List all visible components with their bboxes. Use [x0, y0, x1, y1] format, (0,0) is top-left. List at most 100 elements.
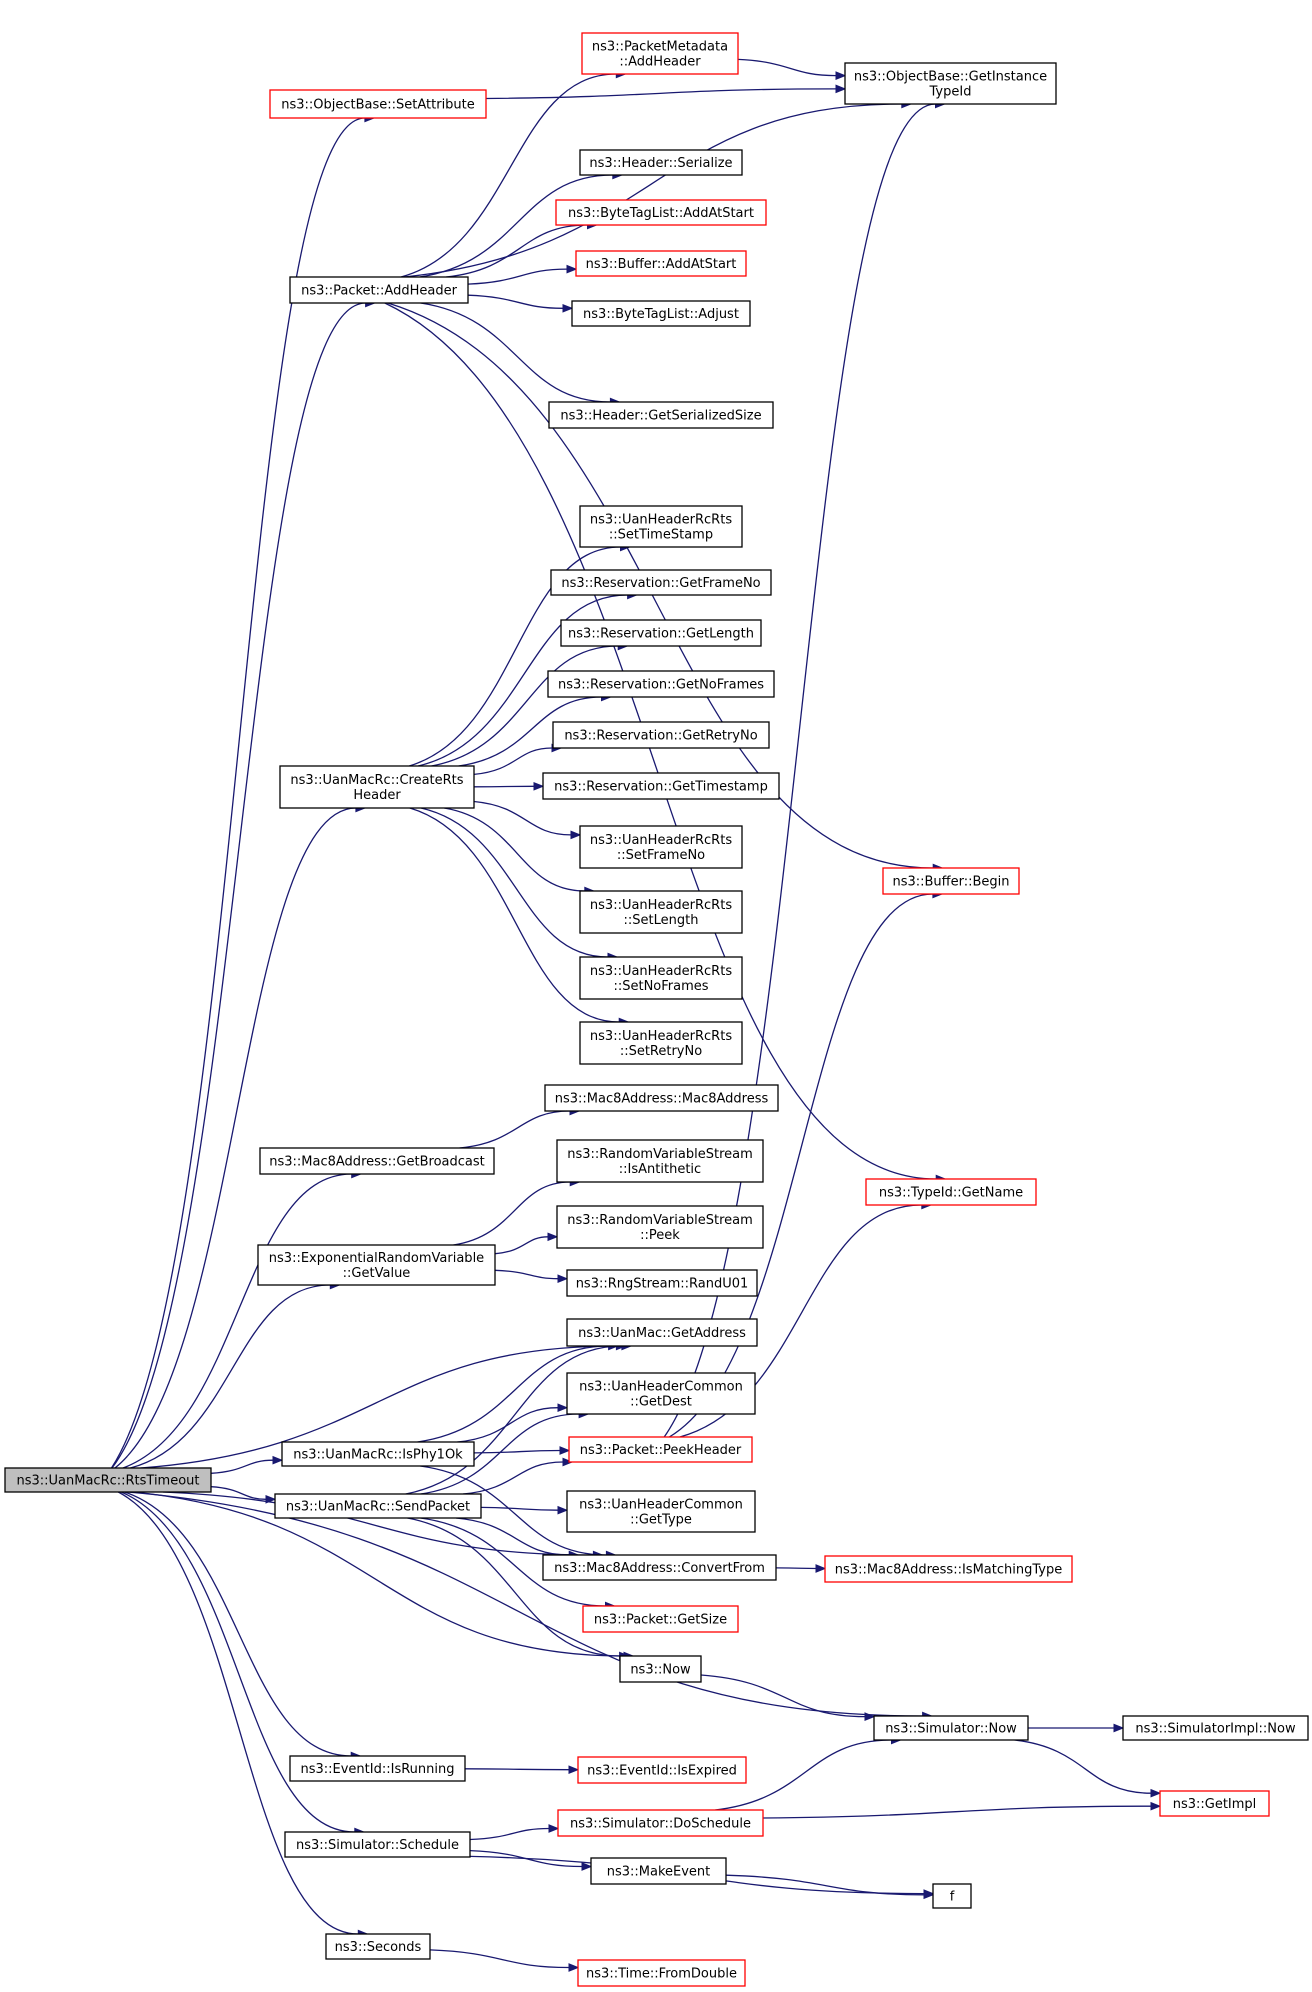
node-getimpl[interactable]: ns3::GetImpl [1159, 1790, 1270, 1817]
edge-line [210, 1459, 274, 1474]
node-packetaddheader[interactable]: ns3::Packet::AddHeader [289, 276, 469, 304]
edge-line [453, 1181, 571, 1246]
node-label: ns3::Packet::GetSize [594, 1613, 727, 1628]
node-expgetvalue[interactable]: ns3::ExponentialRandomVariable::GetValue [257, 1244, 496, 1286]
edge-line [775, 1567, 817, 1570]
node-mac8address[interactable]: ns3::Mac8Address::Mac8Address [544, 1084, 779, 1112]
node-ns3now[interactable]: ns3::Now [619, 1655, 702, 1683]
node-label: ns3::Buffer::AddAtStart [586, 257, 737, 272]
node-box [844, 62, 1057, 105]
edge-line [405, 1345, 622, 1495]
edge-ns3now-to-simnow [700, 1674, 876, 1721]
node-box [579, 1021, 743, 1065]
node-uanmacgetaddress[interactable]: ns3::UanMac::GetAddress [566, 1318, 758, 1347]
edge-line [210, 1486, 267, 1500]
node-isexpired[interactable]: ns3::EventId::IsExpired [577, 1756, 747, 1784]
node-btladdatstart[interactable]: ns3::ByteTagList::AddAtStart [555, 199, 767, 226]
node-label: ns3::ObjectBase::GetInstance [854, 70, 1047, 85]
node-getlength[interactable]: ns3::Reservation::GetLength [560, 619, 762, 647]
edge-createrts-to-setframeno [473, 800, 582, 840]
node-getnoframes[interactable]: ns3::Reservation::GetNoFrames [547, 670, 775, 698]
edge-line [444, 807, 585, 892]
node-peekheader[interactable]: ns3::Packet::PeekHeader [568, 1436, 753, 1463]
node-box [824, 1555, 1073, 1583]
edge-doschedule-to-getimpl [762, 1801, 1162, 1819]
node-box [566, 1490, 756, 1533]
node-label: ::GetDest [630, 1395, 692, 1410]
node-sendpacket[interactable]: ns3::UanMacRc::SendPacket [274, 1493, 482, 1519]
node-seconds[interactable]: ns3::Seconds [325, 1933, 431, 1960]
node-ismatchingtype[interactable]: ns3::Mac8Address::IsMatchingType [824, 1555, 1073, 1583]
node-pmaddheader[interactable]: ns3::PacketMetadata::AddHeader [581, 32, 739, 75]
edge-rtstimeout-to-isrunning [124, 1491, 362, 1761]
node-f[interactable]: f [932, 1883, 972, 1909]
edge-line [400, 73, 617, 278]
node-box [590, 1857, 727, 1885]
edge-arrowhead [835, 71, 847, 80]
node-isphy1ok[interactable]: ns3::UanMacRc::IsPhy1Ok [281, 1441, 475, 1467]
edge-line [122, 1173, 352, 1469]
node-box [582, 1605, 739, 1633]
edge-line [473, 800, 572, 836]
node-setframeno[interactable]: ns3::UanHeaderRcRts::SetFrameNo [579, 825, 743, 869]
edge-packetaddheader-to-bufaddatstart [467, 264, 578, 285]
node-gettimestamp[interactable]: ns3::Reservation::GetTimestamp [542, 772, 780, 800]
node-gettype[interactable]: ns3::UanHeaderCommon::GetType [566, 1490, 756, 1533]
edge-simschedule-to-makeevent [469, 1849, 593, 1871]
node-isrunning[interactable]: ns3::EventId::IsRunning [289, 1755, 466, 1782]
node-simnow[interactable]: ns3::Simulator::Now [873, 1715, 1029, 1741]
node-fromdouble[interactable]: ns3::Time::FromDouble [577, 1959, 746, 1987]
edge-line [494, 1236, 549, 1255]
node-makeevent[interactable]: ns3::MakeEvent [590, 1857, 727, 1885]
edge-line [387, 302, 934, 869]
node-hdrgetserializedsize[interactable]: ns3::Header::GetSerializedSize [548, 401, 774, 429]
node-hdrserialize[interactable]: ns3::Header::Serialize [579, 149, 743, 176]
edge-createrts-to-gettimestamp [473, 781, 545, 791]
node-bufaddatstart[interactable]: ns3::Buffer::AddAtStart [575, 250, 747, 277]
node-label: Header [353, 788, 401, 803]
node-label: ns3::UanMacRc::IsPhy1Ok [293, 1448, 463, 1463]
edge-line [420, 302, 611, 403]
node-randu01[interactable]: ns3::RngStream::RandU01 [566, 1269, 758, 1297]
node-setretryno[interactable]: ns3::UanHeaderRcRts::SetRetryNo [579, 1021, 743, 1065]
edge-expgetvalue-to-randu01 [494, 1269, 569, 1284]
edge-line [455, 1517, 570, 1556]
node-setattribute[interactable]: ns3::ObjectBase::SetAttribute [269, 89, 487, 119]
edge-line [114, 807, 356, 1469]
node-setlength[interactable]: ns3::UanHeaderRcRts::SetLength [579, 890, 743, 934]
node-bufbegin[interactable]: ns3::Buffer::Begin [882, 867, 1020, 895]
node-box [325, 1933, 431, 1960]
node-doschedule[interactable]: ns3::Simulator::DoSchedule [557, 1809, 764, 1837]
node-box [547, 670, 775, 698]
node-packetgetsize[interactable]: ns3::Packet::GetSize [582, 1605, 739, 1633]
node-peek[interactable]: ns3::RandomVariableStream::Peek [556, 1205, 764, 1249]
edge-line [467, 294, 564, 309]
node-settimestamp[interactable]: ns3::UanHeaderRcRts::SetTimeStamp [579, 505, 743, 548]
node-getdest[interactable]: ns3::UanHeaderCommon::GetDest [566, 1372, 756, 1415]
node-box [579, 890, 743, 934]
node-box [579, 149, 743, 176]
node-setnoframes[interactable]: ns3::UanHeaderRcRts::SetNoFrames [579, 956, 743, 1000]
edge-line [457, 1407, 559, 1443]
node-btladjust[interactable]: ns3::ByteTagList::Adjust [571, 300, 751, 327]
edge-sendpacket-to-peekheader [462, 1457, 574, 1495]
node-label: ns3::UanHeaderRcRts [590, 964, 732, 979]
node-isantithetic[interactable]: ns3::RandomVariableStream::IsAntithetic [556, 1139, 764, 1183]
node-simimplnow[interactable]: ns3::SimulatorImpl::Now [1122, 1715, 1309, 1741]
node-typeidgetname[interactable]: ns3::TypeId::GetName [865, 1178, 1037, 1206]
node-simschedule[interactable]: ns3::Simulator::Schedule [284, 1831, 471, 1858]
node-rtstimeout[interactable]: ns3::UanMacRc::RtsTimeout [4, 1467, 212, 1493]
node-getframeno[interactable]: ns3::Reservation::GetFrameNo [550, 569, 772, 596]
node-getretryno[interactable]: ns3::Reservation::GetRetryNo [552, 721, 770, 749]
node-convertfrom[interactable]: ns3::Mac8Address::ConvertFrom [542, 1554, 777, 1581]
node-box [566, 1269, 758, 1297]
node-label: ns3::Reservation::GetRetryNo [564, 729, 757, 744]
edge-line [462, 1461, 564, 1495]
node-label: ns3::Buffer::Begin [892, 875, 1009, 890]
node-box [1159, 1790, 1270, 1817]
node-box [557, 1809, 764, 1837]
node-getbroadcast[interactable]: ns3::Mac8Address::GetBroadcast [259, 1147, 495, 1175]
edge-line [124, 1491, 352, 1757]
